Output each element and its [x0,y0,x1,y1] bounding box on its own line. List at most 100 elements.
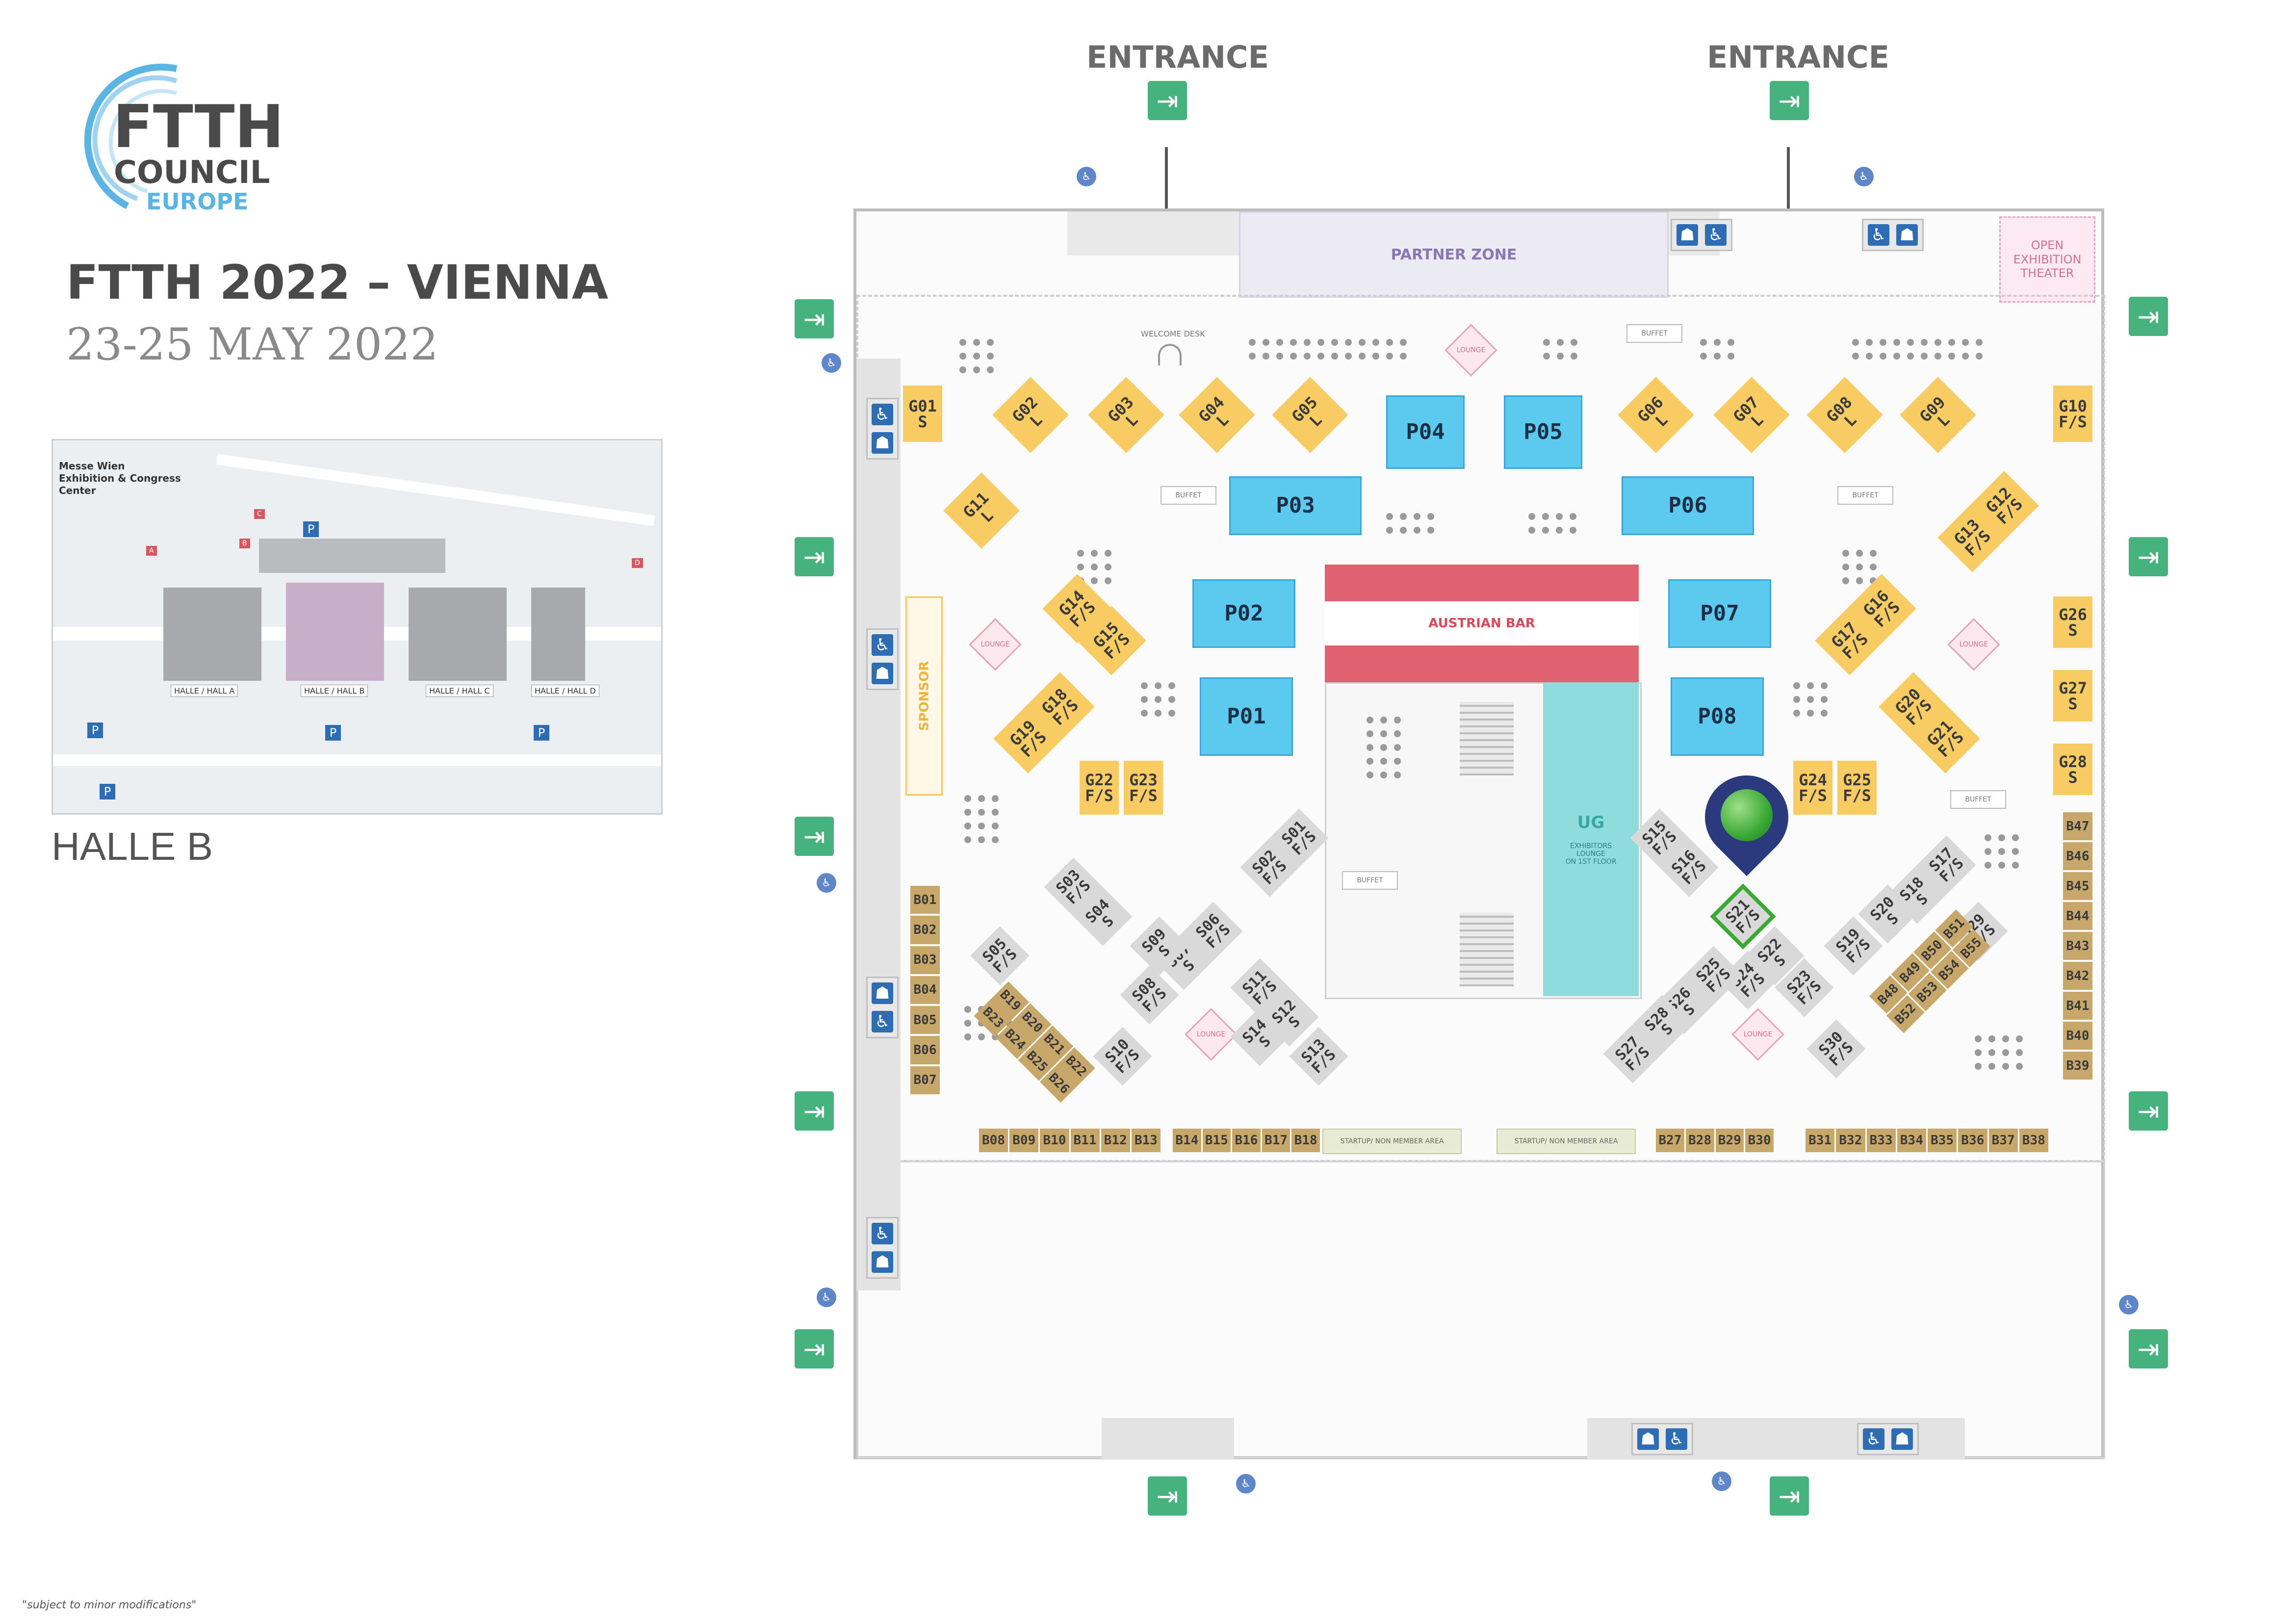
logo-europe-text: EUROPE [146,188,249,215]
welcome-desk-icon [1158,344,1182,365]
restroom-top-2: ♿☗ [1862,219,1924,251]
booth-type-label: S [1255,1032,1274,1051]
person-icon: ☗ [1896,224,1918,246]
stairs [1460,702,1514,775]
booth-p06[interactable]: P06 [1622,476,1754,535]
open-theater-label: OPEN EXHIBITION THEATER [2013,238,2082,281]
booth-b05[interactable]: B05 [910,1006,940,1034]
booth-p05[interactable]: P05 [1504,395,1582,469]
booth-b33[interactable]: B33 [1866,1129,1896,1152]
booth-b07[interactable]: B07 [910,1066,940,1094]
booth-p02[interactable]: P02 [1192,579,1295,648]
minimap-entrance-c: C [254,509,265,519]
booth-p08[interactable]: P08 [1671,677,1764,756]
booth-b38[interactable]: B38 [2019,1129,2048,1152]
booth-b28[interactable]: B28 [1685,1129,1714,1152]
parking-icon: P [325,725,341,741]
wheelchair-icon: ♿ [872,1011,893,1032]
booth-b02[interactable]: B02 [910,916,940,944]
booth-b31[interactable]: B31 [1806,1129,1835,1152]
exhibitors-lounge-label: EXHIBITORS LOUNGE ON 1ST FLOOR [1565,842,1617,866]
booth-b40[interactable]: B40 [2063,1022,2092,1050]
booth-b12[interactable]: B12 [1101,1129,1130,1152]
booth-b29[interactable]: B29 [1715,1129,1744,1152]
booth-type-label: L [1840,411,1860,431]
emergency-exit-icon: ⇥ [1148,81,1187,120]
booth-b37[interactable]: B37 [1988,1129,2018,1152]
seating [1700,339,1734,360]
restroom-left-2: ♿☗ [866,628,899,690]
booth-p07[interactable]: P07 [1668,579,1771,648]
booth-b16[interactable]: B16 [1232,1129,1261,1152]
booth-b11[interactable]: B11 [1070,1129,1100,1152]
booth-type-label: F/S [1799,786,1827,805]
emergency-exit-icon: ⇥ [2129,537,2168,576]
startup-area-1: STARTUP/ NON MEMBER AREA [1322,1129,1462,1154]
booth-b06[interactable]: B06 [910,1036,940,1064]
booth-b03[interactable]: B03 [910,946,940,974]
booth-p01[interactable]: P01 [1200,677,1293,756]
sponsor-label: SPONSOR [917,661,931,731]
booth-b46[interactable]: B46 [2063,842,2092,870]
booth-p03[interactable]: P03 [1229,476,1362,535]
lounge-label: LOUNGE [1743,1031,1773,1038]
emergency-exit-icon: ⇥ [795,537,834,576]
minimap-entrance-b: B [239,539,250,548]
booth-b41[interactable]: B41 [2063,992,2092,1020]
booth-b30[interactable]: B30 [1745,1129,1774,1152]
booth-type-label: L [1306,411,1326,431]
minimap-hall-b [286,583,384,681]
emergency-exit-icon: ⇥ [795,299,834,338]
booth-type-label: S [1098,912,1117,931]
booth-b17[interactable]: B17 [1262,1129,1290,1152]
booth-type-label: L [1122,411,1142,431]
lower-hall-area [856,1160,2105,1459]
partner-zone-label: PARTNER ZONE [1391,246,1517,263]
entrance-label-right: ENTRANCE [1707,39,1889,75]
booth-type-label: L [977,506,997,526]
booth-b27[interactable]: B27 [1656,1129,1684,1152]
emergency-exit-icon: ⇥ [2129,1329,2168,1368]
booth-b08[interactable]: B08 [979,1129,1008,1152]
booth-b39[interactable]: B39 [2063,1052,2092,1080]
booth-b04[interactable]: B04 [910,976,940,1005]
booth-b10[interactable]: B10 [1040,1129,1069,1152]
booth-b14[interactable]: B14 [1173,1129,1201,1152]
booth-b01[interactable]: B01 [910,886,940,914]
person-icon: ☗ [1637,1428,1659,1450]
booth-b32[interactable]: B32 [1836,1129,1865,1152]
booth-b13[interactable]: B13 [1131,1129,1161,1152]
booth-b35[interactable]: B35 [1928,1129,1957,1152]
booth-b43[interactable]: B43 [2063,932,2092,960]
basic-bottom-row-1: B08 B09 B10 B11 B12 B13 [979,1129,1161,1152]
booth-type-label: S [1155,941,1174,960]
booth-b45[interactable]: B45 [2063,872,2092,900]
booth-b15[interactable]: B15 [1202,1129,1231,1152]
accessibility-icon: ♿ [1077,167,1096,186]
booth-type-label: F/S [1085,786,1113,805]
booth-type-label: S [1657,1020,1677,1039]
sponsor-area: SPONSOR [905,596,943,796]
booth-b44[interactable]: B44 [2063,902,2092,930]
minimap-caption: HALLE B [52,825,213,868]
startup-area-2: STARTUP/ NON MEMBER AREA [1496,1129,1636,1154]
booth-b09[interactable]: B09 [1009,1129,1039,1152]
booth-b36[interactable]: B36 [1958,1129,1987,1152]
basic-bottom-row-4: B31 B32 B33 B34 B35 B36 B37 B38 [1806,1129,2048,1152]
hall-b-floorplan: PARTNER ZONE OPEN EXHIBITION THEATER ♿☗ … [853,208,2105,1460]
booth-b18[interactable]: B18 [1291,1129,1320,1152]
restroom-left-4: ♿☗ [866,1217,899,1279]
booth-b34[interactable]: B34 [1897,1129,1926,1152]
booth-b47[interactable]: B47 [2063,812,2092,840]
booth-b42[interactable]: B42 [2063,962,2092,990]
booth-p04[interactable]: P04 [1386,395,1465,469]
